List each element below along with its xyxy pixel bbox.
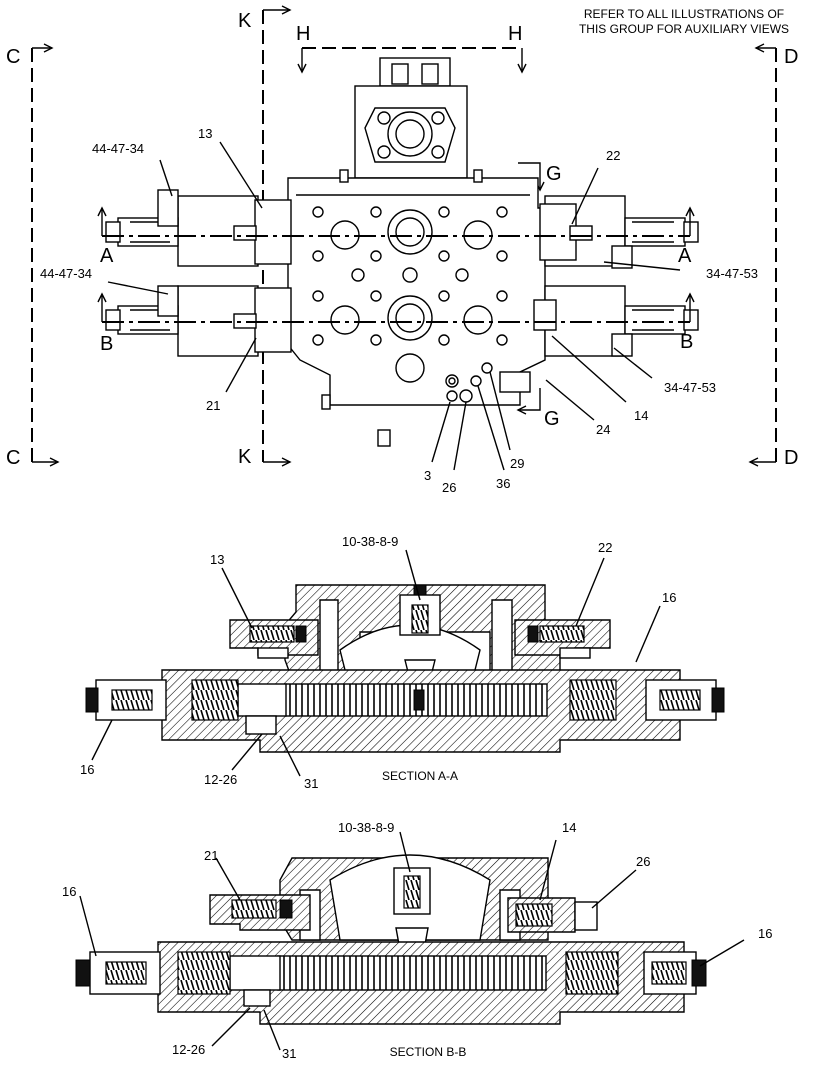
view-d-bracket: D D (748, 43, 798, 469)
section-b-callout-10-38-8-9: 10-38-8-9 (338, 820, 394, 835)
section-a-callout-31: 31 (304, 776, 318, 791)
callout-21: 21 (206, 398, 220, 413)
callout-44-47-34-upper: 44-47-34 (92, 141, 144, 156)
view-d-label-top: D (784, 46, 798, 68)
view-k-label-top: K (238, 10, 252, 32)
view-c-label-bottom: C (6, 447, 20, 469)
view-c-bracket: C C (6, 43, 60, 469)
view-d-label-bottom: D (784, 447, 798, 469)
valve-top-view: A A B B (97, 57, 699, 447)
section-b-callout-26: 26 (636, 854, 650, 869)
section-a-marker-left: A (100, 245, 114, 267)
callout-22: 22 (606, 148, 620, 163)
section-a-callouts: 13 10-38-8-9 22 16 16 12-26 31 SECTION A… (80, 534, 676, 791)
view-h-bracket: H H (296, 23, 527, 74)
section-a-callout-16-left: 16 (80, 762, 94, 777)
view-k-label-bottom: K (238, 446, 252, 468)
note-line-1: REFER TO ALL ILLUSTRATIONS OF (584, 7, 784, 21)
callout-29: 29 (510, 456, 524, 471)
callout-34-47-53-upper: 34-47-53 (706, 266, 758, 281)
callout-13: 13 (198, 126, 212, 141)
section-a-callout-13: 13 (210, 552, 224, 567)
section-b-callout-16-left: 16 (62, 884, 76, 899)
section-b-callout-12-26: 12-26 (172, 1042, 205, 1057)
section-a-callout-22: 22 (598, 540, 612, 555)
callout-36: 36 (496, 476, 510, 491)
section-b-callouts: 21 10-38-8-9 14 26 16 16 12-26 31 SECTIO… (62, 820, 772, 1061)
section-b-callout-31: 31 (282, 1046, 296, 1061)
section-a-title: SECTION A-A (382, 769, 458, 783)
section-b-drawing (75, 854, 707, 1025)
callout-34-47-53-lower: 34-47-53 (664, 380, 716, 395)
callout-3: 3 (424, 468, 431, 483)
top-view-callouts: 13 44-47-34 44-47-34 21 22 34-47-53 34-4… (40, 126, 758, 495)
section-b-leaders (79, 831, 745, 1051)
section-a-leaders (91, 549, 661, 777)
section-a-drawing (85, 584, 725, 753)
top-view-leaders (107, 141, 681, 471)
section-b-callout-14: 14 (562, 820, 576, 835)
view-c-label-top: C (6, 46, 20, 68)
view-g-label-top: G (546, 163, 562, 185)
view-h-label-left: H (296, 23, 310, 45)
callout-26: 26 (442, 480, 456, 495)
section-a-callout-10-38-8-9: 10-38-8-9 (342, 534, 398, 549)
callout-44-47-34-lower: 44-47-34 (40, 266, 92, 281)
section-b-callout-21: 21 (204, 848, 218, 863)
section-a-callout-16-right: 16 (662, 590, 676, 605)
section-a-marker-right: A (678, 245, 692, 267)
section-a-callout-12-26: 12-26 (204, 772, 237, 787)
view-g-label-bottom: G (544, 408, 560, 430)
section-b-callout-16-right: 16 (758, 926, 772, 941)
section-b-marker-left: B (100, 333, 113, 355)
view-g-markers: G G (516, 162, 562, 430)
callout-24: 24 (596, 422, 610, 437)
view-h-label-right: H (508, 23, 522, 45)
note-line-2: THIS GROUP FOR AUXILIARY VIEWS (579, 22, 789, 36)
reference-note: REFER TO ALL ILLUSTRATIONS OF THIS GROUP… (579, 7, 789, 36)
callout-14: 14 (634, 408, 648, 423)
section-b-marker-right: B (680, 331, 693, 353)
section-b-title: SECTION B-B (390, 1045, 467, 1059)
